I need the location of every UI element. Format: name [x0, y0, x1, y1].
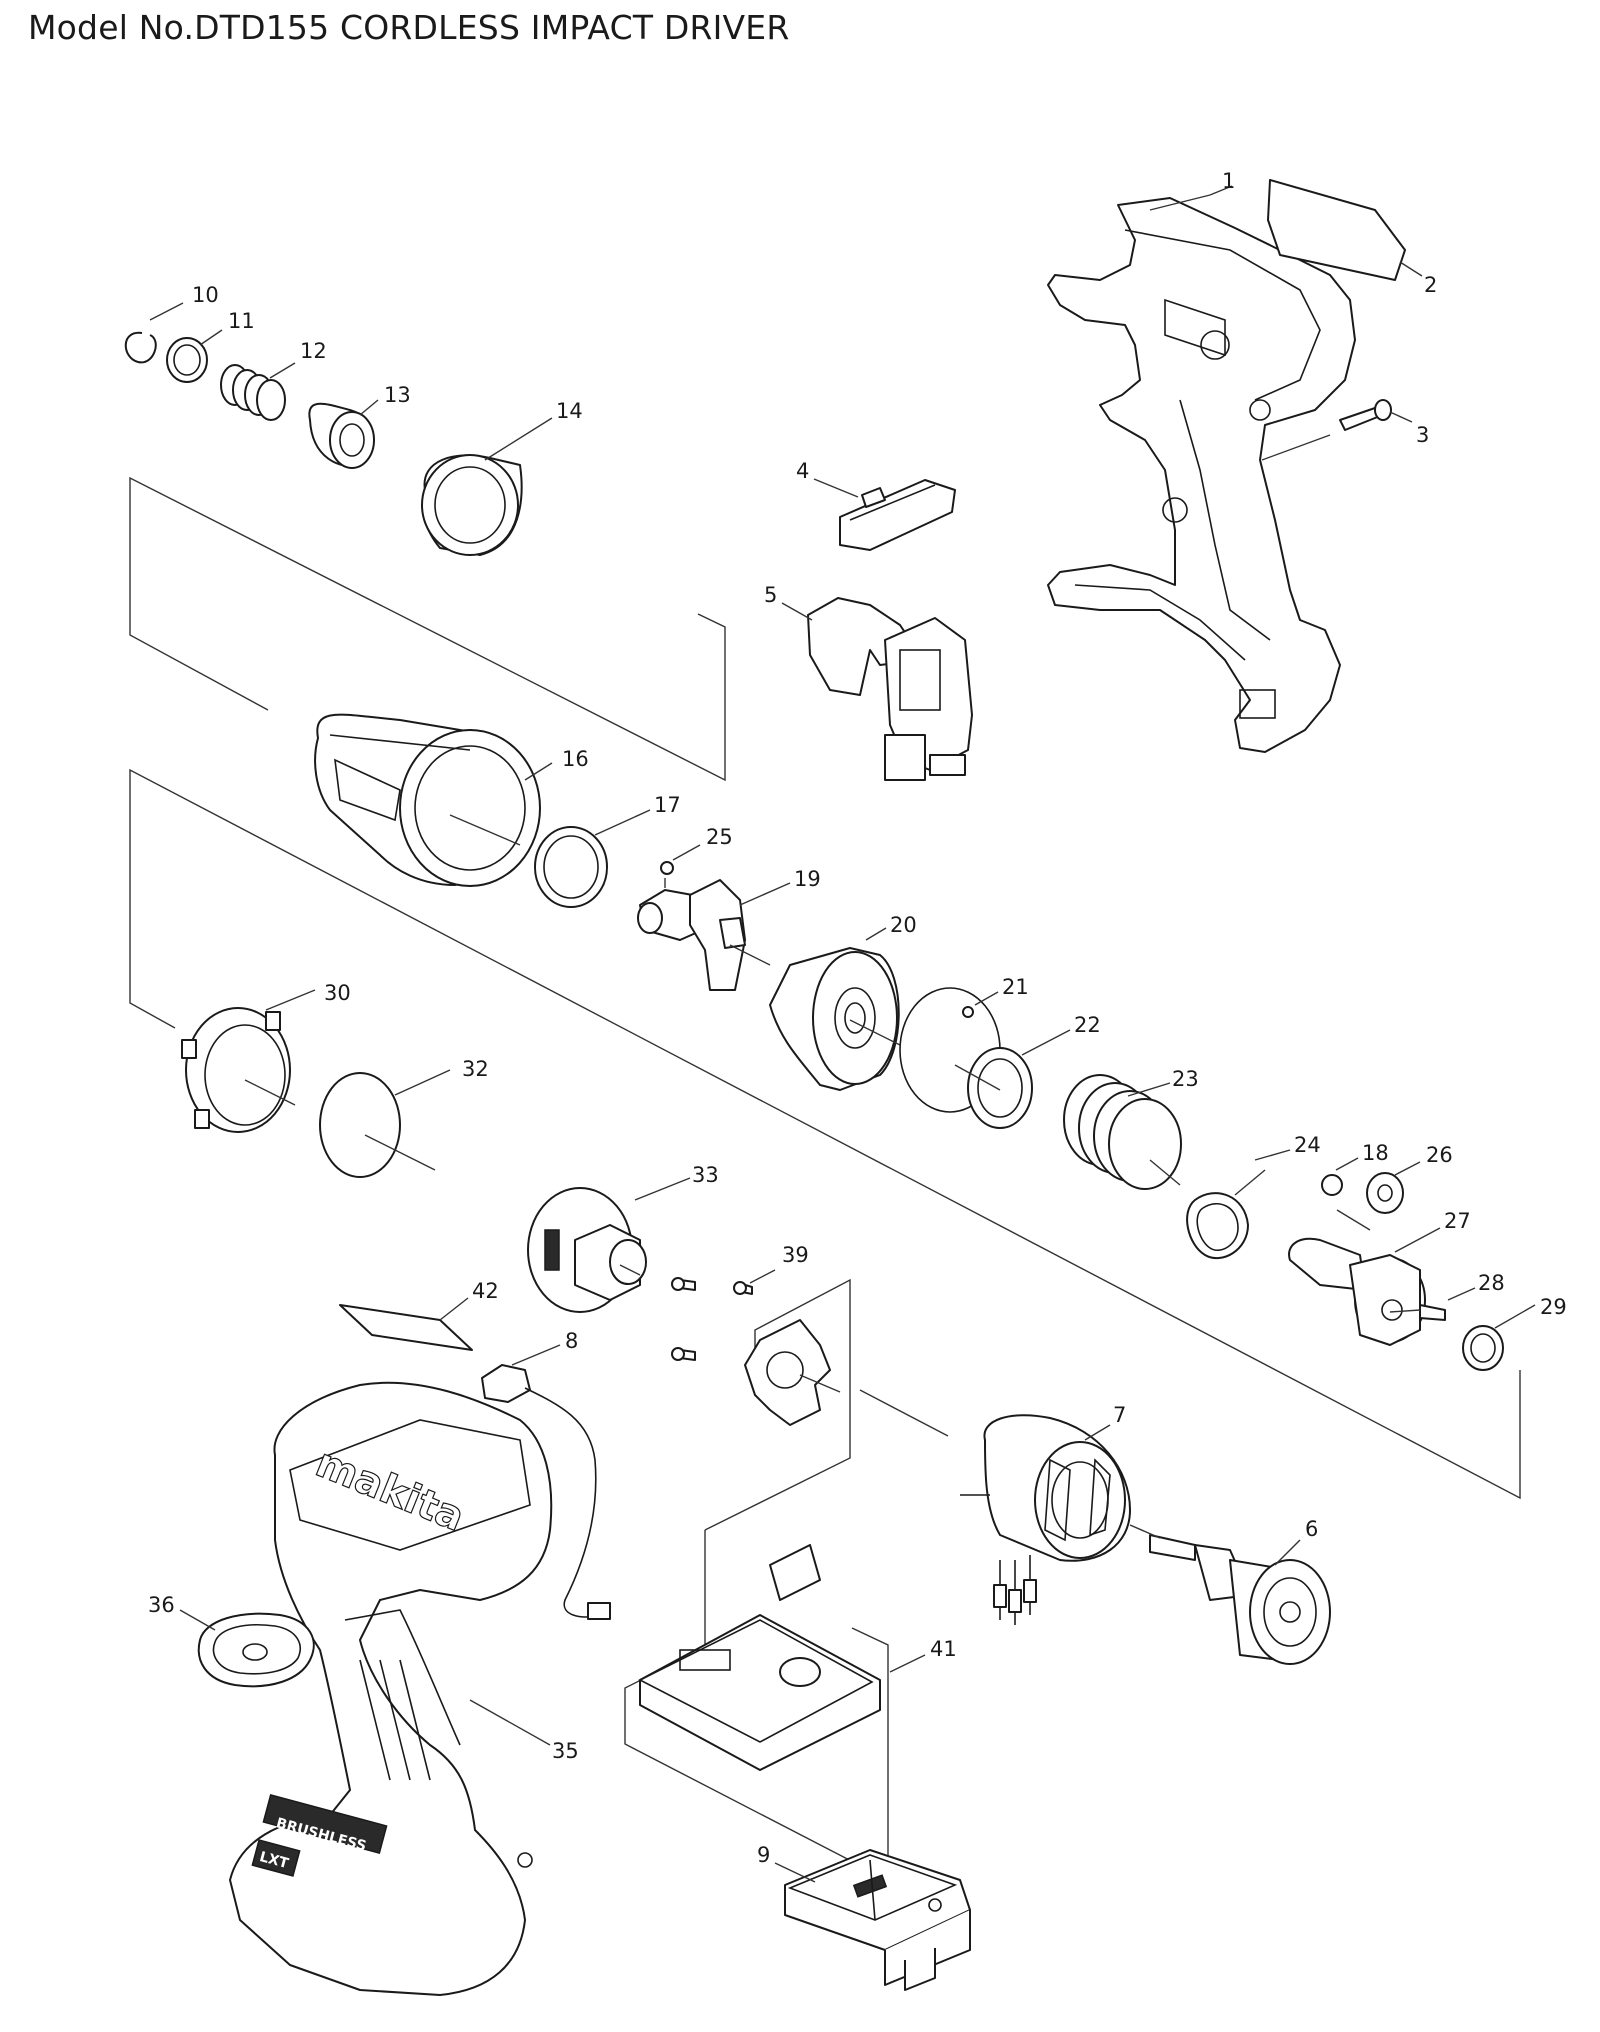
- callout-numbers: 1 2 3 4 5 6 7 8 9 10 11 12 13 14 16 17 1…: [148, 169, 1567, 1867]
- callout-32: 32: [462, 1057, 489, 1081]
- callout-36: 36: [148, 1593, 175, 1617]
- o-ring-24: [1186, 1192, 1249, 1260]
- hammer: [769, 947, 900, 1091]
- steel-ball-21: [962, 1006, 974, 1018]
- housing-left-half: makita BRUSHLESS LXT: [229, 1381, 553, 1996]
- callout-23: 23: [1172, 1067, 1199, 1091]
- callout-24: 24: [1294, 1133, 1321, 1157]
- bearing-retainer: [181, 1007, 291, 1133]
- tapping-screw: [1339, 399, 1392, 431]
- compression-spring: [1063, 1074, 1182, 1190]
- gear-26: [1366, 1172, 1404, 1214]
- callout-25: 25: [706, 825, 733, 849]
- o-ring-32: [319, 1072, 401, 1178]
- spindle: [1288, 1237, 1426, 1346]
- callout-26: 26: [1426, 1143, 1453, 1167]
- callout-35: 35: [552, 1739, 579, 1763]
- callout-16: 16: [562, 747, 589, 771]
- callout-1: 1: [1222, 169, 1235, 193]
- callout-33: 33: [692, 1163, 719, 1187]
- callout-11: 11: [228, 309, 255, 333]
- anvil: [637, 879, 746, 991]
- page-title: Model No.DTD155 CORDLESS IMPACT DRIVER: [28, 8, 790, 47]
- washer-17: [534, 826, 608, 908]
- callout-18: 18: [1362, 1141, 1389, 1165]
- housing-right-half: [1047, 197, 1356, 753]
- callout-28: 28: [1478, 1271, 1505, 1295]
- callout-17: 17: [654, 793, 681, 817]
- steel-ball-18: [1321, 1174, 1343, 1196]
- washer-11: [166, 337, 208, 383]
- callout-3: 3: [1416, 423, 1429, 447]
- flat-washer-22: [967, 1047, 1033, 1129]
- callout-2: 2: [1424, 273, 1437, 297]
- lxt-badge: LXT: [258, 1849, 291, 1872]
- lead-wire: [481, 1364, 611, 1620]
- name-plate: [1267, 179, 1406, 281]
- screws-39: [671, 1277, 753, 1361]
- terminal: [784, 1849, 971, 1991]
- motor-housing-cap: [527, 1187, 647, 1313]
- callout-29: 29: [1540, 1295, 1567, 1319]
- callout-8: 8: [565, 1329, 578, 1353]
- hammer-case: [314, 713, 541, 887]
- callout-22: 22: [1074, 1013, 1101, 1037]
- trigger-switch: [807, 597, 973, 781]
- callout-41: 41: [930, 1637, 957, 1661]
- callout-27: 27: [1444, 1209, 1471, 1233]
- callout-10: 10: [192, 283, 219, 307]
- spring-12: [220, 364, 286, 421]
- ring-10: [124, 331, 157, 364]
- callout-20: 20: [890, 913, 917, 937]
- callout-12: 12: [300, 339, 327, 363]
- callout-30: 30: [324, 981, 351, 1005]
- washer-29: [1462, 1325, 1504, 1371]
- pin-28: [1419, 1304, 1446, 1321]
- leader-1: [1149, 185, 1233, 211]
- switch-lever: [839, 479, 956, 551]
- callout-13: 13: [384, 383, 411, 407]
- callout-42: 42: [472, 1279, 499, 1303]
- callout-9: 9: [757, 1843, 770, 1867]
- callout-14: 14: [556, 399, 583, 423]
- sensor-board: [744, 1319, 831, 1426]
- callout-39: 39: [782, 1243, 809, 1267]
- controller: [638, 1544, 881, 1771]
- stator: [960, 1414, 1131, 1625]
- callout-5: 5: [764, 583, 777, 607]
- rubber-pad: [197, 1612, 315, 1688]
- callout-4: 4: [796, 459, 809, 483]
- callout-19: 19: [794, 867, 821, 891]
- callout-6: 6: [1305, 1517, 1318, 1541]
- rotor: [1149, 1534, 1331, 1665]
- callout-21: 21: [1002, 975, 1029, 999]
- steel-ball-25: [660, 861, 674, 875]
- label-42: [339, 1304, 473, 1351]
- bumper-14: [421, 454, 523, 556]
- callout-7: 7: [1113, 1403, 1126, 1427]
- sleeve-13: [308, 402, 375, 469]
